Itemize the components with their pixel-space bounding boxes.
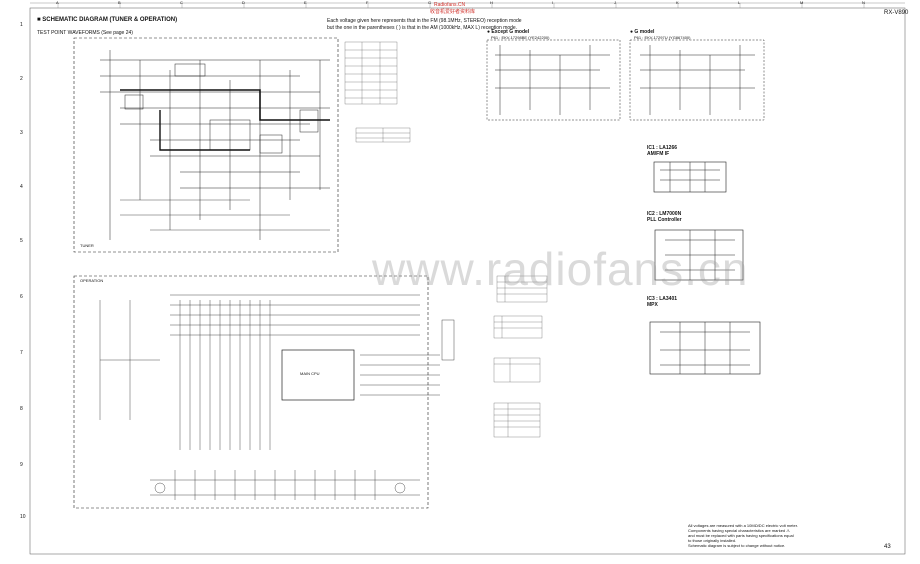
column-letter: J — [614, 0, 616, 5]
ic1-sub: AM/FM IF — [647, 151, 670, 157]
footnote: All voltages are measured with a 10MΩ/DC… — [688, 523, 798, 528]
column-letter: E — [304, 0, 307, 5]
page-title: ■ SCHEMATIC DIAGRAM (TUNER & OPERATION) — [37, 17, 178, 23]
page-title-text: SCHEMATIC DIAGRAM (TUNER & OPERATION) — [42, 17, 178, 23]
column-letter: G — [428, 0, 432, 5]
column-letter: L — [738, 0, 741, 5]
footnote: and must be replaced with parts having s… — [688, 533, 794, 538]
row-number: 4 — [20, 184, 23, 190]
ic1-title: IC1 : LA1266 — [647, 145, 678, 151]
row-number: 6 — [20, 294, 23, 300]
column-letter: N — [862, 0, 865, 5]
row-number: 1 — [20, 22, 23, 28]
cpu-chip — [281, 349, 355, 401]
model-left-title-text: Except G model — [491, 29, 530, 35]
model-right-title: ● G model — [630, 29, 655, 35]
ic3-title: IC3 : LA3401 — [647, 296, 678, 302]
page-number: 43 — [884, 544, 891, 550]
column-letter: F — [366, 0, 369, 5]
column-letter: D — [242, 0, 245, 5]
column-letter: H — [490, 0, 493, 5]
row-number: 7 — [20, 350, 23, 356]
row-number: 8 — [20, 406, 23, 412]
tuner-unit-label: TUNER — [80, 243, 94, 248]
model-right-part: P61 : EKV-17297U (YG867400) — [634, 35, 691, 40]
ic2-block — [654, 229, 744, 281]
row-number: 9 — [20, 462, 23, 468]
footnote: to those originally installed. — [688, 538, 737, 543]
voltage-note-1: Each voltage given here represents that … — [327, 18, 522, 24]
row-number: 3 — [20, 130, 23, 136]
ic2-title: IC2 : LM7000N — [647, 211, 682, 217]
footnote: Schematic diagram is subject to change w… — [688, 543, 786, 548]
footnote: Components having special characteristic… — [688, 528, 790, 533]
ic3-sub: MPX — [647, 302, 658, 308]
model-label: RX-V890 — [884, 10, 909, 16]
column-letter: I — [552, 0, 554, 5]
column-letter: B — [118, 0, 121, 5]
watermark-cn: 收音机爱好者资料库 — [430, 9, 476, 15]
tuner-board-outline — [73, 37, 339, 253]
column-letter: M — [800, 0, 804, 5]
row-number: 10 — [20, 514, 26, 520]
watermark-text: www.radiofans.cn — [372, 243, 749, 295]
column-letter: C — [180, 0, 183, 5]
operation-unit-label: OPERATION — [80, 278, 104, 283]
ic2-sub: PLL Controller — [647, 217, 682, 223]
watermark-site: Radiofans.CN — [434, 2, 466, 8]
waveform-note: TEST POINT WAVEFORMS (See page 24) — [37, 30, 133, 36]
column-letter: K — [676, 0, 679, 5]
row-number: 5 — [20, 238, 23, 244]
column-letter: A — [56, 0, 59, 5]
cpu-label: MAIN CPU — [300, 371, 320, 376]
model-left-title: ● Except G model — [487, 29, 530, 35]
row-number: 2 — [20, 76, 23, 82]
operation-board-outline — [73, 275, 429, 509]
voltage-note-2: but the one in the parentheses ( ) is th… — [327, 25, 518, 31]
model-right-title-text: G model — [634, 29, 655, 35]
model-left-part: P61 : EKV-17298BE (YE242200) — [491, 35, 550, 40]
